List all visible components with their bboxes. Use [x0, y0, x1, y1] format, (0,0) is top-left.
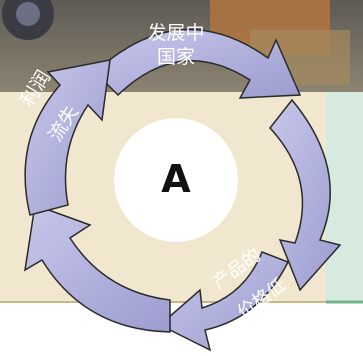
arrow-right — [269, 98, 342, 292]
side-panel — [326, 92, 363, 302]
arrow-left — [24, 59, 111, 216]
top-arrow-label-line2: 国家 — [156, 45, 195, 68]
arrow-top — [93, 28, 302, 99]
top-arrow-label-line1: 发展中 — [147, 22, 205, 44]
photo-detail-hub — [16, 2, 40, 26]
top-arrow-label: 发展中 国家 — [121, 22, 231, 70]
center-circle — [114, 118, 238, 242]
center-label: A — [161, 157, 191, 201]
